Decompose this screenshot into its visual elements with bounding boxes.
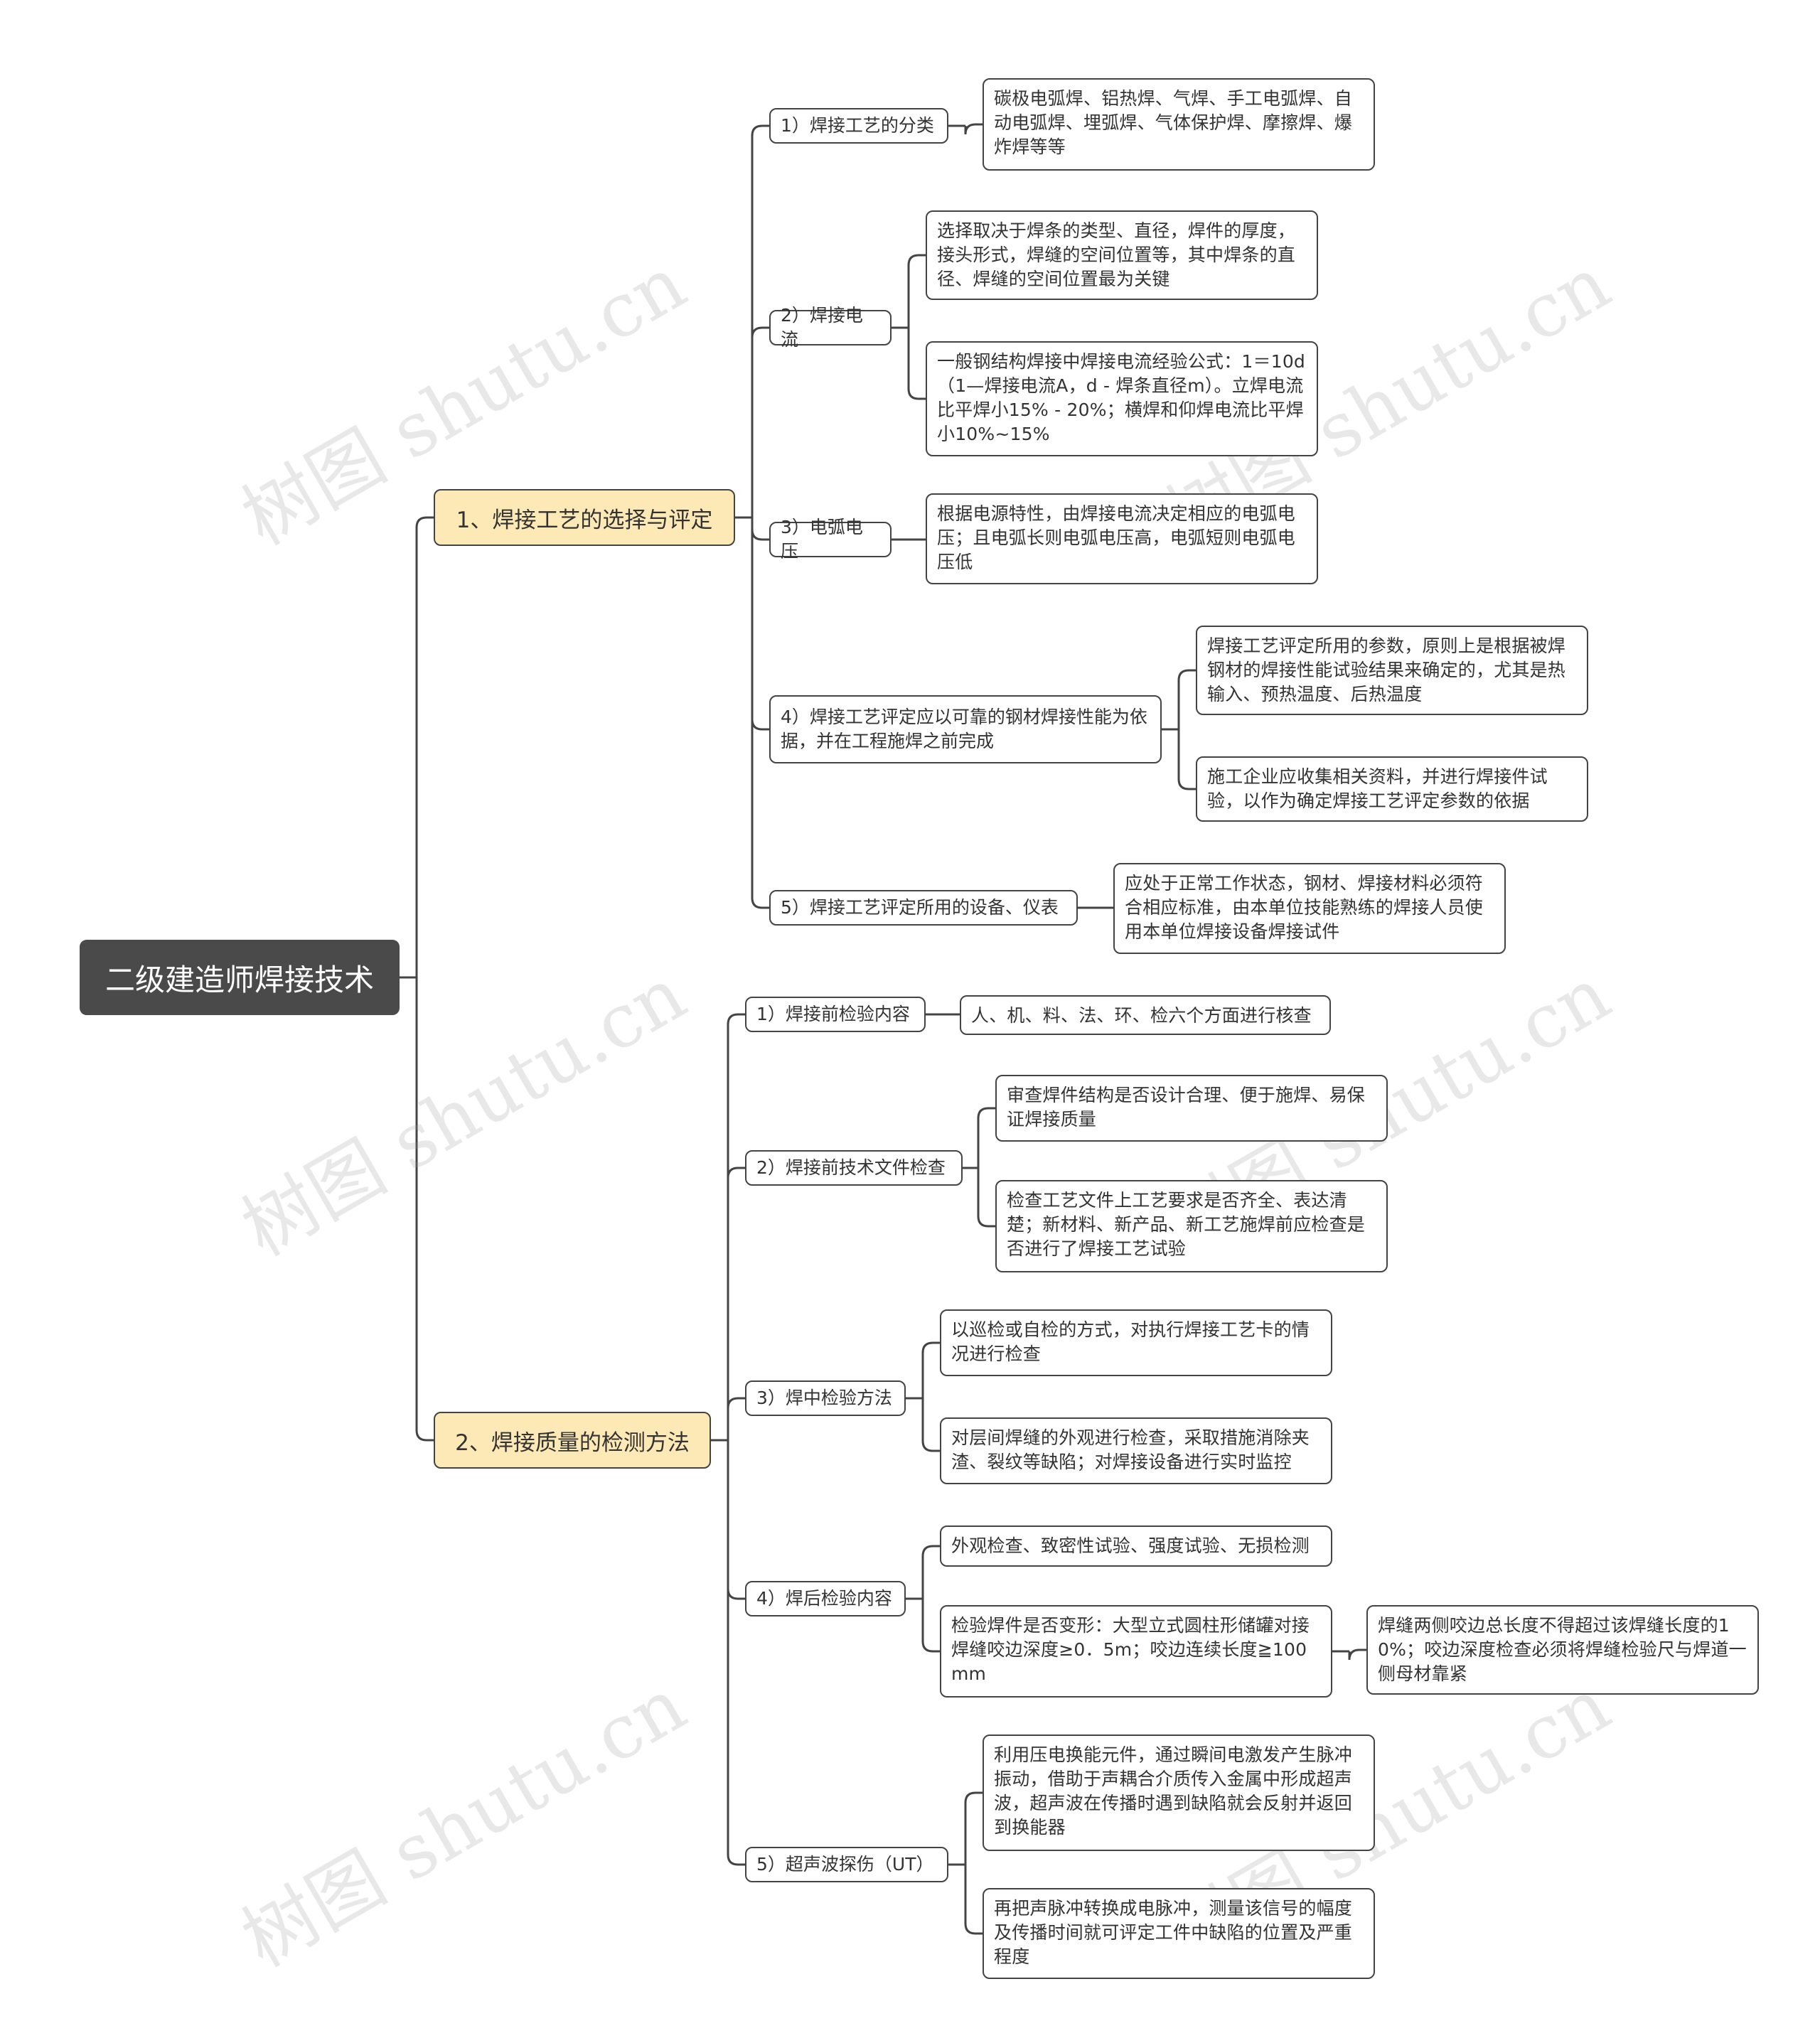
- detail-node[interactable]: 应处于正常工作状态，钢材、焊接材料必须符合相应标准，由本单位技能熟练的焊接人员使…: [1113, 863, 1506, 954]
- detail-node[interactable]: 碳极电弧焊、铝热焊、气焊、手工电弧焊、自动电弧焊、埋弧焊、气体保护焊、摩擦焊、爆…: [983, 78, 1375, 171]
- topic-node[interactable]: 2）焊接前技术文件检查: [745, 1150, 963, 1186]
- connector-line: [751, 518, 769, 731]
- connector-line: [1177, 669, 1196, 729]
- connector-line: [727, 1440, 745, 1866]
- connector-line: [1348, 1648, 1366, 1661]
- detail-node[interactable]: 选择取决于焊条的类型、直径，焊件的厚度，接头形式，焊缝的空间位置等，其中焊条的直…: [926, 210, 1318, 300]
- topic-node[interactable]: 5）焊接工艺评定所用的设备、仪表: [769, 890, 1078, 926]
- connector-line: [921, 1545, 940, 1599]
- connector-line: [751, 518, 769, 541]
- connector-line: [415, 977, 434, 1442]
- topic-node[interactable]: 4）焊接工艺评定应以可靠的钢材焊接性能为依据，并在工程施焊之前完成: [769, 695, 1162, 763]
- detail-node[interactable]: 审查焊件结构是否设计合理、便于施焊、易保证焊接质量: [995, 1075, 1388, 1142]
- connector-line: [921, 1398, 940, 1452]
- detail-node[interactable]: 施工企业应收集相关资料，并进行焊接件试验，以作为确定焊接工艺评定参数的依据: [1196, 756, 1588, 822]
- connector-line: [751, 326, 769, 518]
- connector-line: [921, 1599, 940, 1653]
- topic-node[interactable]: 2）焊接电流: [769, 305, 892, 350]
- detail-node[interactable]: 再把声脉冲转换成电脉冲，测量该信号的幅度及传播时间就可评定工件中缺陷的位置及严重…: [983, 1888, 1375, 1979]
- detail-node[interactable]: 对层间焊缝的外观进行检查，采取措施消除夹渣、裂纹等缺陷；对焊接设备进行实时监控: [940, 1417, 1332, 1484]
- detail-node[interactable]: 根据电源特性，由焊接电流决定相应的电弧电压；且电弧长则电弧电压高，电弧短则电弧电…: [926, 493, 1318, 584]
- connector-line: [964, 123, 983, 135]
- detail-node[interactable]: 一般钢结构焊接中焊接电流经验公式：1＝10d（1—焊接电流A，d - 焊条直径m…: [926, 341, 1318, 456]
- connector-line: [415, 516, 434, 977]
- detail-node[interactable]: 检查工艺文件上工艺要求是否齐全、表达清楚；新材料、新产品、新工艺施焊前应检查是否…: [995, 1180, 1388, 1272]
- topic-node[interactable]: 1）焊接前检验内容: [745, 997, 926, 1032]
- connector-line: [977, 1107, 995, 1168]
- connector-line: [727, 1440, 745, 1600]
- branch-node[interactable]: 2、焊接质量的检测方法: [434, 1412, 711, 1469]
- topic-node[interactable]: 3）焊中检验方法: [745, 1380, 906, 1416]
- topic-node[interactable]: 4）焊后检验内容: [745, 1581, 906, 1616]
- branch-node[interactable]: 1、焊接工艺的选择与评定: [434, 489, 735, 546]
- connector-line: [1177, 729, 1196, 790]
- connector-line: [727, 1397, 745, 1440]
- connector-line: [751, 124, 769, 518]
- connector-line: [751, 518, 769, 909]
- detail-node[interactable]: 外观检查、致密性试验、强度试验、无损检测: [940, 1525, 1332, 1567]
- root-node[interactable]: 二级建造师焊接技术: [80, 940, 400, 1015]
- connector-line: [921, 1341, 940, 1398]
- detail-node[interactable]: 焊缝两侧咬边总长度不得超过该焊缝长度的10%；咬边深度检查必须将焊缝检验尺与焊道…: [1366, 1605, 1759, 1695]
- connector-line: [727, 1013, 745, 1440]
- connector-line: [907, 254, 926, 328]
- detail-node[interactable]: 以巡检或自检的方式，对执行焊接工艺卡的情况进行检查: [940, 1309, 1332, 1376]
- connector-line: [964, 1791, 983, 1865]
- connector-line: [964, 1865, 983, 1935]
- detail-node[interactable]: 人、机、料、法、环、检六个方面进行核查: [960, 995, 1331, 1035]
- connector-line: [977, 1168, 995, 1228]
- connector-line: [907, 328, 926, 400]
- detail-node[interactable]: 检验焊件是否变形：大型立式圆柱形储罐对接焊缝咬边深度≥0．5m；咬边连续长度≧1…: [940, 1605, 1332, 1698]
- topic-node[interactable]: 3）电弧电压: [769, 517, 892, 562]
- topic-node[interactable]: 1）焊接工艺的分类: [769, 108, 948, 144]
- detail-node[interactable]: 焊接工艺评定所用的参数，原则上是根据被焊钢材的焊接性能试验结果来确定的，尤其是热…: [1196, 626, 1588, 715]
- topic-node[interactable]: 5）超声波探伤（UT）: [745, 1847, 948, 1882]
- detail-node[interactable]: 利用压电换能元件，通过瞬间电激发产生脉冲振动，借助于声耦合介质传入金属中形成超声…: [983, 1734, 1375, 1851]
- connector-line: [727, 1167, 745, 1440]
